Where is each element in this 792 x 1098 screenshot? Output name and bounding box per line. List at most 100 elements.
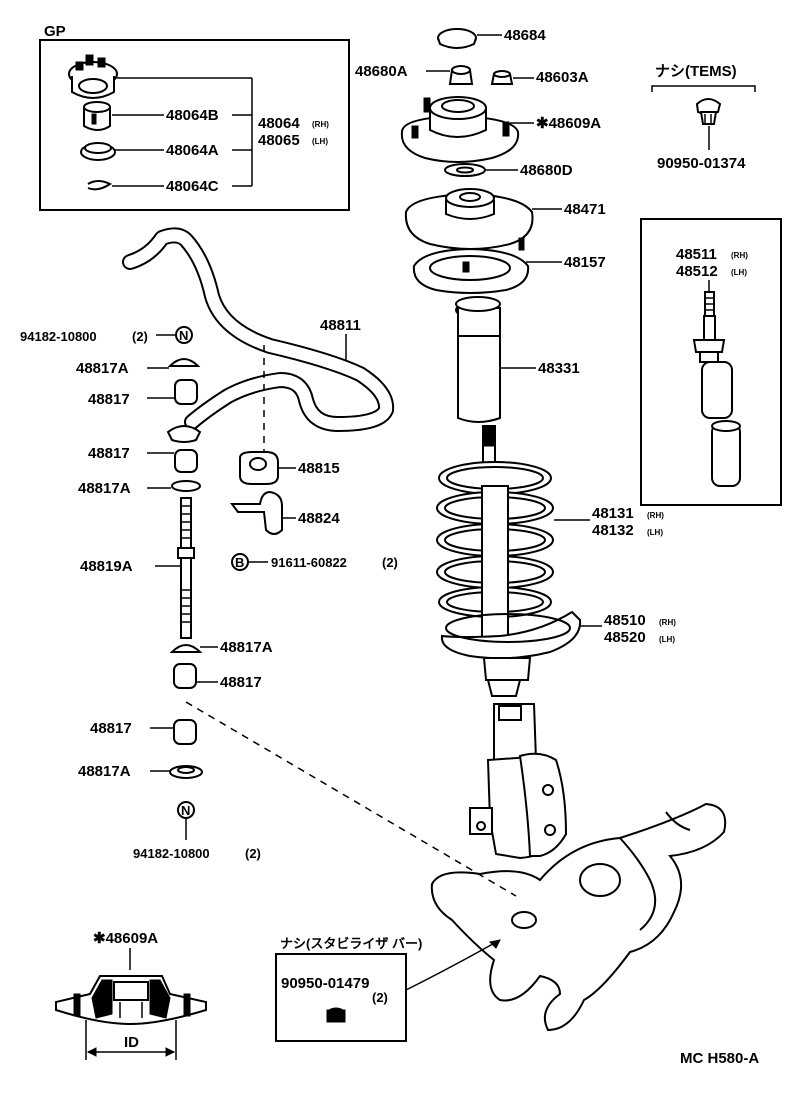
- cup-48817a-1: [167, 358, 201, 367]
- steering-knuckle-part: [430, 802, 727, 1032]
- detail-title: ✱48609A: [93, 930, 158, 947]
- cap-48684-part: [437, 28, 477, 49]
- label-48511: 48511: [676, 246, 717, 263]
- svg-text:B: B: [235, 555, 244, 570]
- gp-box-frame: [39, 39, 350, 211]
- stabilizer-link-column: N 94182-10800 (2) 48817A 48817 48817 488…: [20, 326, 273, 861]
- gp-48064a-part: [80, 142, 116, 161]
- nut-48603a-part: [490, 70, 514, 85]
- gp-48064b-part: [83, 101, 111, 131]
- top-mount-stack: 48684 48680A 48603A ✱48609A: [355, 27, 606, 423]
- label-48132-side: (LH): [647, 528, 663, 537]
- label-94182-top: 94182-10800: [20, 329, 97, 344]
- gp-label-48064-side: (RH): [312, 120, 329, 129]
- nashi-stab-title: ナシ(スタビライザ バー): [280, 936, 422, 951]
- svg-text:N: N: [179, 328, 188, 343]
- gp-label-48064a: 48064A: [166, 142, 219, 159]
- label-94182-top-qty: (2): [132, 329, 148, 344]
- gp-label-48064c: 48064C: [166, 178, 219, 195]
- nashi-stab-nut-part: [326, 1007, 346, 1023]
- bush-48817-4: [173, 719, 197, 745]
- label-91611-qty: (2): [382, 555, 398, 570]
- label-48131-side: (RH): [647, 511, 664, 520]
- gp-label-48065-side: (LH): [312, 137, 328, 146]
- label-48815: 48815: [298, 460, 340, 477]
- label-48817a-3: 48817A: [220, 639, 273, 656]
- bush-48817-3: [173, 663, 197, 689]
- gp-48064c-part: [87, 180, 112, 191]
- label-48817a-4: 48817A: [78, 763, 131, 780]
- label-48609a: ✱48609A: [536, 115, 601, 132]
- label-48817a-2: 48817A: [78, 480, 131, 497]
- washer-48817a-4: [169, 765, 203, 779]
- label-48131: 48131: [592, 505, 634, 522]
- gp-box: GP 48064B 48064: [39, 23, 350, 211]
- strut-48510-part: [469, 703, 568, 860]
- nashi-stab-qty: (2): [372, 990, 388, 1005]
- nut-n-top: N: [175, 326, 193, 344]
- label-48817a-1: 48817A: [76, 360, 129, 377]
- bracket-48824-part: [230, 490, 283, 535]
- label-48680d: 48680D: [520, 162, 573, 179]
- svg-text:N: N: [181, 803, 190, 818]
- label-48510: 48510: [604, 612, 646, 629]
- dashed-ref-knuckle: [185, 701, 517, 897]
- strut-assembly: 48131 (RH) 48132 (LH) 48510 (RH) 48520 (…: [436, 425, 676, 860]
- nashi-stab-frame: [275, 953, 407, 1042]
- bush-48817-1: [174, 379, 198, 405]
- seat-48471-part: [404, 188, 534, 250]
- label-48684: 48684: [504, 27, 546, 44]
- gp-label-48064b: 48064B: [166, 107, 219, 124]
- bush-48817-2: [174, 449, 198, 473]
- gp-cap-part: [68, 54, 118, 99]
- label-48512-side: (LH): [731, 268, 747, 277]
- gp-label-48065: 48065: [258, 132, 300, 149]
- bolt-b-mark: B: [231, 553, 249, 571]
- label-94182-bottom-qty: (2): [245, 846, 261, 861]
- label-48331: 48331: [538, 360, 580, 377]
- washer-48680d-part: [444, 163, 486, 177]
- label-48512: 48512: [676, 263, 718, 280]
- label-48817-7: 48817: [90, 720, 132, 737]
- label-48680a: 48680A: [355, 63, 408, 80]
- link-48819a-part: [177, 497, 195, 639]
- gp-box-title: GP: [44, 23, 66, 40]
- label-91611: 91611-60822: [271, 555, 347, 570]
- nashi-stab-part: 90950-01479: [281, 975, 369, 992]
- tems-cap-part: [695, 98, 722, 125]
- nut-n-bottom: N: [177, 801, 195, 819]
- shock-box: 48511 (RH) 48512 (LH): [640, 218, 782, 506]
- label-48817-3: 48817: [88, 445, 130, 462]
- shock-absorber-part: [692, 291, 741, 487]
- label-94182-bottom: 94182-10800: [133, 846, 210, 861]
- label-48603a: 48603A: [536, 69, 589, 86]
- label-48817-6: 48817: [220, 674, 262, 691]
- spring-seat-part: [440, 610, 582, 660]
- nashi-stab-leader: [405, 939, 501, 991]
- label-48817-2: 48817: [88, 391, 130, 408]
- tems-bracket: [651, 85, 756, 92]
- detail-48609a: ✱48609A ID: [55, 930, 207, 1060]
- washer-48817a-2: [171, 480, 201, 492]
- label-48471: 48471: [564, 201, 606, 218]
- label-48819a: 48819A: [80, 558, 133, 575]
- label-48520-side: (LH): [659, 635, 675, 644]
- label-48811: 48811: [320, 317, 361, 334]
- stabilizer-bar-48811-part: [122, 227, 395, 432]
- diagram-code: MC H580-A: [680, 1050, 759, 1067]
- tems-title: ナシ(TEMS): [655, 63, 737, 80]
- nut-48680a-part: [448, 65, 474, 85]
- nashi-stab-callout: ナシ(スタビライザ バー) 90950-01479 (2): [275, 936, 501, 1042]
- boot-48331-part: [455, 296, 501, 423]
- label-48511-side: (RH): [731, 251, 748, 260]
- label-48510-side: (RH): [659, 618, 676, 627]
- support-48609a-part: [400, 96, 520, 163]
- gp-label-48064: 48064: [258, 115, 300, 132]
- strut-tube: [481, 485, 509, 657]
- detail-id-label: ID: [124, 1034, 139, 1051]
- label-48157: 48157: [564, 254, 606, 271]
- shock-box-frame: [640, 218, 782, 506]
- tems-callout: ナシ(TEMS) 90950-01374: [651, 63, 756, 172]
- tems-part-number: 90950-01374: [657, 155, 746, 172]
